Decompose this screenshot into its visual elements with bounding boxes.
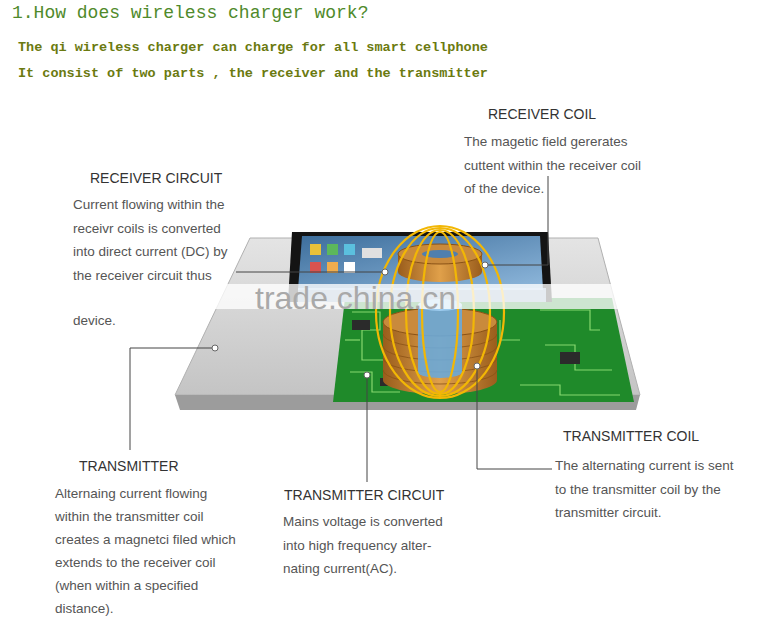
- watermark-box: trade.china.cn: [255, 280, 456, 317]
- charging-pad: [175, 238, 640, 410]
- coil-top: [398, 244, 482, 264]
- title-box: 1.How does wireless charger work?: [12, 3, 368, 23]
- part-note-box: Alternaing current flowing within the tr…: [55, 482, 239, 620]
- subtitle: It consist of two parts , the receiver a…: [18, 66, 488, 81]
- receiver-coil: [398, 244, 482, 282]
- part-name: TRANSMITTER CIRCUIT: [284, 487, 444, 503]
- part-note-box: Mains voltage is converted into high fre…: [283, 510, 455, 581]
- subtitle-box: It consist of two parts , the receiver a…: [18, 66, 488, 81]
- leader-dots: [212, 262, 488, 378]
- part-note: Current flowing within the receivr coils…: [73, 193, 245, 287]
- subtitle-box: The qi wireless charger can charge for a…: [18, 40, 488, 55]
- part-name: RECEIVER CIRCUIT: [90, 170, 222, 186]
- part-note: The magetic field gererates cuttent with…: [464, 130, 652, 201]
- part-note-box: The alternating current is sent to the t…: [555, 454, 737, 525]
- part-name: TRANSMITTER: [79, 458, 179, 474]
- part-name-box: RECEIVER CIRCUIT: [90, 170, 222, 186]
- leader-line: [236, 272, 382, 273]
- part-name-box: RECEIVER COIL: [488, 106, 596, 122]
- part-note-box: Current flowing within the receivr coils…: [73, 193, 245, 287]
- part-note: Mains voltage is converted into high fre…: [283, 510, 455, 581]
- watermark: trade.china.cn: [255, 280, 456, 317]
- part-note: Alternaing current flowing within the tr…: [55, 482, 239, 620]
- part-name-box: TRANSMITTER COIL: [563, 428, 699, 444]
- part-name-box: TRANSMITTER: [79, 458, 179, 474]
- part-name: RECEIVER COIL: [488, 106, 596, 122]
- part-name: TRANSMITTER COIL: [563, 428, 699, 444]
- title: 1.How does wireless charger work?: [12, 3, 368, 23]
- part-note: The alternating current is sent to the t…: [555, 454, 737, 525]
- part-note-box: device.: [73, 309, 116, 333]
- app-icons: [310, 244, 382, 273]
- part-note-box: The magetic field gererates cuttent with…: [464, 130, 652, 201]
- leader-line: [130, 348, 212, 450]
- part-name-box: TRANSMITTER CIRCUIT: [284, 487, 444, 503]
- leader-line: [477, 369, 552, 469]
- subtitle: The qi wireless charger can charge for a…: [18, 40, 488, 55]
- part-note: device.: [73, 309, 116, 333]
- leader-line: [367, 378, 368, 482]
